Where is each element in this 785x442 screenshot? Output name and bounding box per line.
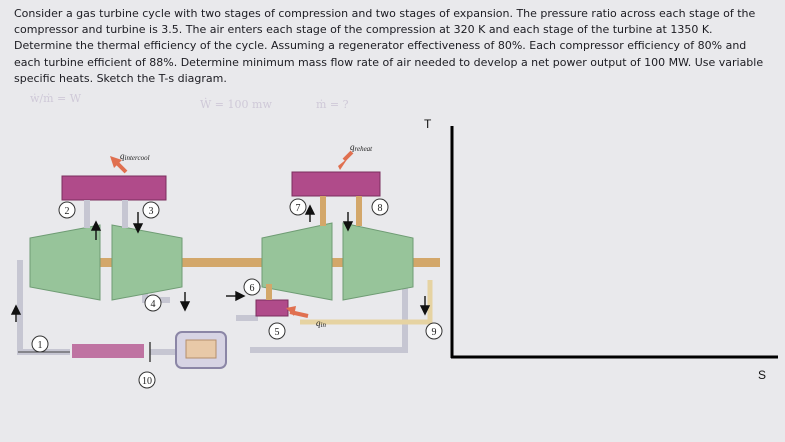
svg-text:5: 5 bbox=[275, 327, 280, 338]
q-in-label: qin bbox=[316, 318, 326, 329]
intercooler bbox=[61, 156, 167, 228]
state-10-marker: 10 bbox=[138, 371, 156, 389]
q-intercool-label: qintercool bbox=[120, 151, 150, 162]
svg-text:1: 1 bbox=[38, 340, 43, 351]
ts-axes bbox=[450, 126, 778, 359]
svg-text:4: 4 bbox=[151, 299, 156, 310]
exhaust-duct bbox=[18, 342, 151, 362]
state-8-marker: 8 bbox=[371, 198, 389, 216]
svg-text:8: 8 bbox=[378, 203, 383, 214]
handwritten-mass-flow: ṁ = ? bbox=[316, 98, 349, 111]
state-5-marker: 5 bbox=[268, 322, 286, 340]
state-2-marker: 2 bbox=[58, 201, 76, 219]
svg-text:7: 7 bbox=[296, 203, 301, 214]
compressor-1 bbox=[29, 224, 101, 301]
state-4-marker: 4 bbox=[144, 294, 162, 312]
combustion-chamber bbox=[255, 284, 309, 318]
svg-text:3: 3 bbox=[149, 206, 154, 217]
s-axis-label: S bbox=[758, 368, 766, 382]
t-axis-label: T bbox=[424, 117, 432, 131]
turbine-1 bbox=[261, 222, 333, 301]
exhaust-pipe bbox=[300, 280, 433, 325]
svg-text:2: 2 bbox=[65, 206, 70, 217]
shaft bbox=[50, 258, 440, 267]
flow-arrows bbox=[10, 204, 431, 322]
svg-text:10: 10 bbox=[142, 376, 152, 387]
turbine-2 bbox=[342, 222, 414, 301]
svg-text:9: 9 bbox=[432, 327, 437, 338]
handwritten-power: Ẇ = 100 mw bbox=[200, 98, 272, 111]
reheater bbox=[291, 150, 381, 226]
state-6-marker: 6 bbox=[243, 278, 261, 296]
problem-statement: Consider a gas turbine cycle with two st… bbox=[14, 7, 764, 85]
state-3-marker: 3 bbox=[142, 201, 160, 219]
svg-text:6: 6 bbox=[250, 283, 255, 294]
q-reheat-label: qreheat bbox=[350, 142, 373, 153]
state-markers: 1 2 3 4 5 6 7 8 bbox=[31, 198, 443, 389]
handwritten-ratio: ẇ/ṁ = W bbox=[30, 92, 82, 105]
compressor-2 bbox=[111, 224, 183, 301]
state-7-marker: 7 bbox=[289, 198, 307, 216]
state-1-marker: 1 bbox=[31, 335, 49, 353]
state-9-marker: 9 bbox=[425, 322, 443, 340]
regenerator bbox=[175, 331, 227, 369]
